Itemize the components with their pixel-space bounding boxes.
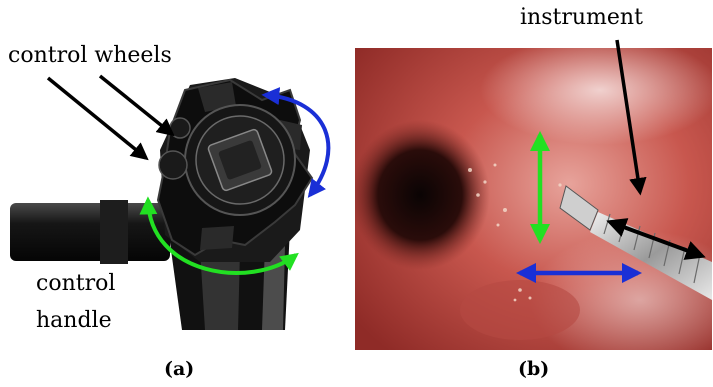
lumen (350, 120, 490, 270)
insertion-tube (10, 203, 170, 261)
label-control: control (36, 272, 115, 296)
label-instrument: instrument (520, 6, 643, 30)
label-control-wheels: control wheels (8, 44, 172, 68)
pointer-arrow-wheel-1 (48, 78, 146, 158)
label-handle: handle (36, 309, 112, 333)
caption-b: (b) (518, 358, 549, 380)
pointer-arrow-wheel-2 (100, 76, 172, 134)
endoscopic-view-photo (350, 35, 713, 370)
inner-control-wheel (185, 105, 295, 215)
caption-a: (a) (164, 358, 194, 380)
